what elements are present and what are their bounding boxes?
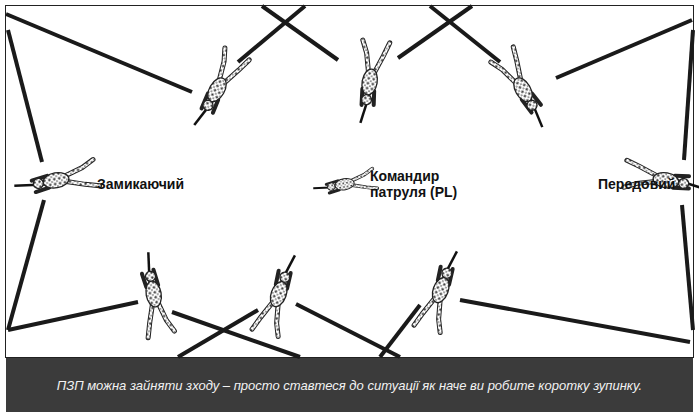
sector-line	[8, 302, 138, 330]
position-label: Замикаючий	[97, 176, 184, 192]
sector-line	[262, 6, 338, 60]
soldier-figure	[134, 250, 175, 337]
sector-line	[8, 30, 42, 162]
sector-line	[682, 205, 693, 330]
sector-line	[556, 20, 692, 78]
sector-line	[178, 310, 258, 357]
soldier-figures	[12, 38, 699, 338]
soldier-figure	[490, 47, 555, 133]
soldier-figure	[349, 38, 390, 125]
position-label: Командир патруля (PL)	[370, 168, 462, 200]
caption-panel: ПЗП можна зайняти зходу – просто ставтес…	[6, 358, 693, 412]
soldier-figure	[252, 250, 306, 338]
soldier-figure	[12, 159, 99, 200]
caption-bar	[6, 358, 693, 412]
sector-line	[6, 14, 192, 92]
sector-line	[380, 305, 420, 357]
soldier-figure	[414, 246, 468, 334]
soldier-figure	[312, 168, 378, 199]
soldier-figure	[184, 46, 249, 132]
sector-line	[430, 6, 500, 62]
position-label: Передовий	[598, 176, 675, 192]
sector-line	[684, 30, 693, 160]
sector-line	[460, 300, 690, 342]
frame	[6, 6, 694, 358]
fire-sector-lines	[6, 6, 693, 357]
figure-caption: ПЗП можна зайняти зходу – просто ставтес…	[57, 376, 643, 395]
sector-line	[8, 200, 44, 330]
